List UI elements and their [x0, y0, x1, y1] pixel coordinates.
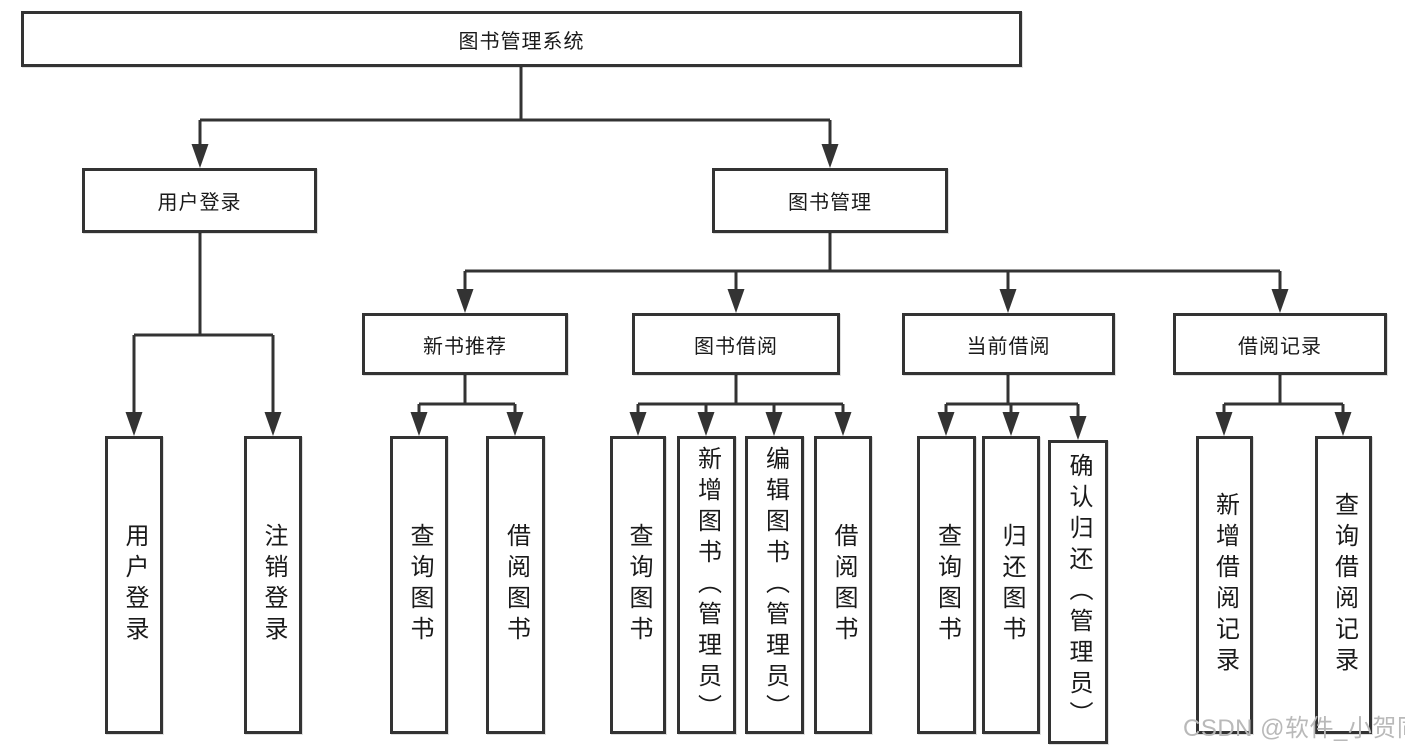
leaf-edit-book-admin-label: 编辑图书（管理员）: [761, 445, 789, 725]
leaf-logout-label: 注销登录: [260, 523, 287, 647]
leaf-query-books-1: 查询图书: [390, 436, 448, 734]
node-current-borrow: 当前借阅: [902, 313, 1115, 375]
node-book-borrow-label: 图书借阅: [694, 335, 778, 358]
leaf-logout: 注销登录: [244, 436, 302, 734]
leaf-query-borrow-record: 查询借阅记录: [1315, 436, 1372, 734]
node-book-management: 图书管理: [712, 168, 948, 233]
leaf-borrow-books-1: 借阅图书: [486, 436, 545, 734]
leaf-return-books-label: 归还图书: [998, 523, 1025, 647]
leaf-query-books-2-label: 查询图书: [625, 523, 652, 647]
leaf-borrow-books-2-label: 借阅图书: [830, 523, 857, 647]
node-book-borrow: 图书借阅: [632, 313, 840, 375]
leaf-confirm-return-admin-label: 确认归还（管理员）: [1065, 452, 1092, 732]
leaf-borrow-books-2: 借阅图书: [814, 436, 872, 734]
leaf-add-book-admin-label: 新增图书（管理员）: [693, 445, 721, 725]
leaf-return-books: 归还图书: [982, 436, 1040, 734]
leaf-add-borrow-record-label: 新增借阅记录: [1211, 492, 1239, 678]
node-new-book-recommend-label: 新书推荐: [423, 335, 507, 358]
leaf-query-books-2: 查询图书: [610, 436, 666, 734]
leaf-query-books-1-label: 查询图书: [406, 523, 433, 647]
node-user-login-label: 用户登录: [157, 192, 242, 214]
node-user-login: 用户登录: [82, 168, 317, 233]
leaf-add-book-admin: 新增图书（管理员）: [677, 436, 736, 734]
node-borrow-records-label: 借阅记录: [1238, 335, 1322, 358]
leaf-user-login-label: 用户登录: [121, 523, 148, 647]
leaf-borrow-books-1-label: 借阅图书: [502, 523, 530, 647]
leaf-edit-book-admin: 编辑图书（管理员）: [745, 436, 804, 734]
leaf-query-borrow-record-label: 查询借阅记录: [1330, 492, 1358, 678]
leaf-query-books-3-label: 查询图书: [933, 523, 961, 647]
node-root: 图书管理系统: [21, 11, 1022, 67]
leaf-add-borrow-record: 新增借阅记录: [1196, 436, 1253, 734]
node-book-management-label: 图书管理: [788, 192, 872, 214]
node-root-label: 图书管理系统: [458, 30, 585, 53]
leaf-confirm-return-admin: 确认归还（管理员）: [1048, 440, 1108, 744]
node-borrow-records: 借阅记录: [1173, 313, 1387, 375]
node-current-borrow-label: 当前借阅: [966, 335, 1051, 358]
leaf-user-login: 用户登录: [105, 436, 163, 734]
leaf-query-books-3: 查询图书: [917, 436, 976, 734]
node-new-book-recommend: 新书推荐: [362, 313, 568, 375]
watermark-text: CSDN @软件_小贺同学: [1183, 715, 1405, 742]
